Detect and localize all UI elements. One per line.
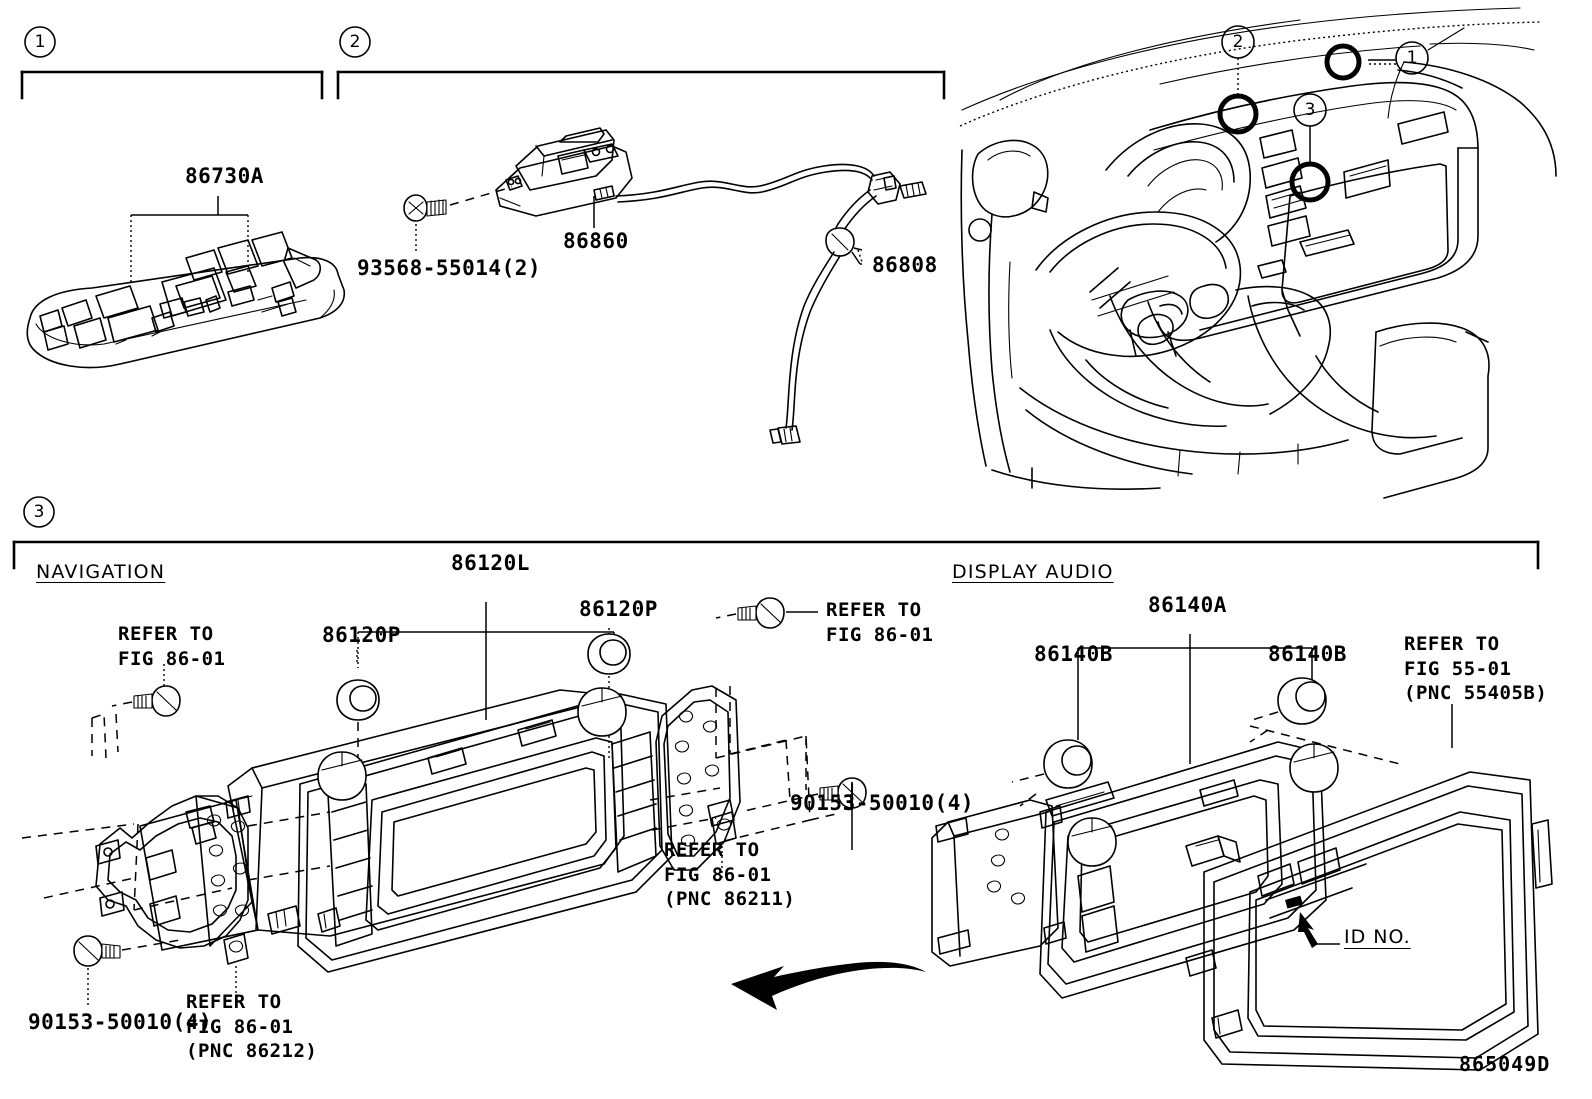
- part-86140B-right-bushing: [1249, 677, 1327, 743]
- part-86730A-artwork: [26, 196, 346, 369]
- label-bracket-86120L: [357, 602, 615, 720]
- label-refer-fig-86-01-pnc-86211: REFER TO FIG 86-01 (PNC 86211): [664, 839, 796, 911]
- part-screw-refer-86-01-top-right: [715, 597, 818, 629]
- section-marker-1-circle: [24, 26, 56, 58]
- label-refer-fig-86-01-pnc-86212: REFER TO FIG 86-01 (PNC 86212): [186, 991, 318, 1063]
- section-marker-2-circle: [339, 26, 371, 58]
- leader-refer-pnc-86211: [711, 811, 737, 880]
- label-refer-fig-55-01-pnc-55405b: REFER TO FIG 55-01 (PNC 55405B): [1404, 633, 1548, 705]
- part-93568-55014-screw: [403, 186, 513, 252]
- part-label-86120L: 86120L: [451, 551, 530, 575]
- part-86860-antenna-artwork: [495, 127, 633, 228]
- section-marker-1: 1: [34, 32, 46, 52]
- part-86120P-right-bushing: [587, 628, 631, 760]
- part-screw-90153-50010-right: [739, 777, 867, 850]
- display-audio-chassis: [931, 781, 1115, 967]
- part-label-86140A: 86140A: [1148, 593, 1227, 617]
- navigation-section-title: NAVIGATION: [36, 561, 166, 583]
- dashboard-callout-leaders: [1217, 25, 1465, 203]
- part-screw-refer-86-01-left: [91, 664, 181, 759]
- part-label-86730A: 86730A: [185, 164, 264, 188]
- section-marker-3: 3: [33, 502, 45, 522]
- part-label-90153-50010-bottom-left: 90153-50010(4): [28, 1010, 213, 1034]
- part-86860-harness: [615, 163, 927, 205]
- dashboard-illustration: [959, 7, 1557, 499]
- rotation-arrow: [731, 961, 926, 1010]
- section-3-bracket: [12, 540, 1540, 570]
- section-marker-2: 2: [349, 32, 361, 52]
- figure-id: 865049D: [1459, 1052, 1551, 1076]
- part-screw-90153-50010-bottom-left: [73, 935, 181, 1008]
- part-label-90153-50010-right: 90153-50010(4): [790, 791, 975, 815]
- dashboard-callout-1: 1: [1406, 48, 1418, 68]
- display-audio-section-title: DISPLAY AUDIO: [952, 561, 1114, 583]
- leader-refer-pnc-86212: [223, 933, 249, 1008]
- section-2-bracket: [336, 70, 946, 100]
- navigation-left-bracket: [95, 795, 253, 949]
- dashboard-callout-2: 2: [1232, 32, 1244, 52]
- part-86808-cord-artwork: [769, 189, 877, 445]
- part-label-86860: 86860: [563, 229, 629, 253]
- part-label-86140B-left: 86140B: [1034, 642, 1113, 666]
- part-label-93568-55014: 93568-55014(2): [357, 256, 542, 280]
- section-1-bracket: [20, 70, 324, 100]
- label-refer-fig-86-01-left: REFER TO FIG 86-01: [118, 623, 226, 670]
- part-86140B-left-bushing: [1011, 678, 1093, 807]
- label-id-no: ID NO.: [1344, 926, 1411, 948]
- label-refer-fig-86-01-top-right: REFER TO FIG 86-01: [826, 599, 934, 646]
- label-bracket-86140A: [1077, 634, 1313, 764]
- navigation-faceplate: [297, 687, 673, 973]
- leader-refer-fig-55-01: [1249, 704, 1453, 765]
- section-marker-3-circle: [23, 496, 55, 528]
- part-86120P-left-bushing: [336, 650, 380, 800]
- part-label-86808: 86808: [872, 253, 938, 277]
- part-label-86120P-left: 86120P: [322, 623, 401, 647]
- part-label-86140B-right: 86140B: [1268, 642, 1347, 666]
- dashboard-callout-3: 3: [1304, 100, 1316, 120]
- navigation-receiver-chassis: [21, 689, 625, 951]
- display-audio-front-panel: [1203, 771, 1553, 1071]
- part-label-86120P-right: 86120P: [579, 597, 658, 621]
- navigation-right-bracket: [247, 685, 837, 881]
